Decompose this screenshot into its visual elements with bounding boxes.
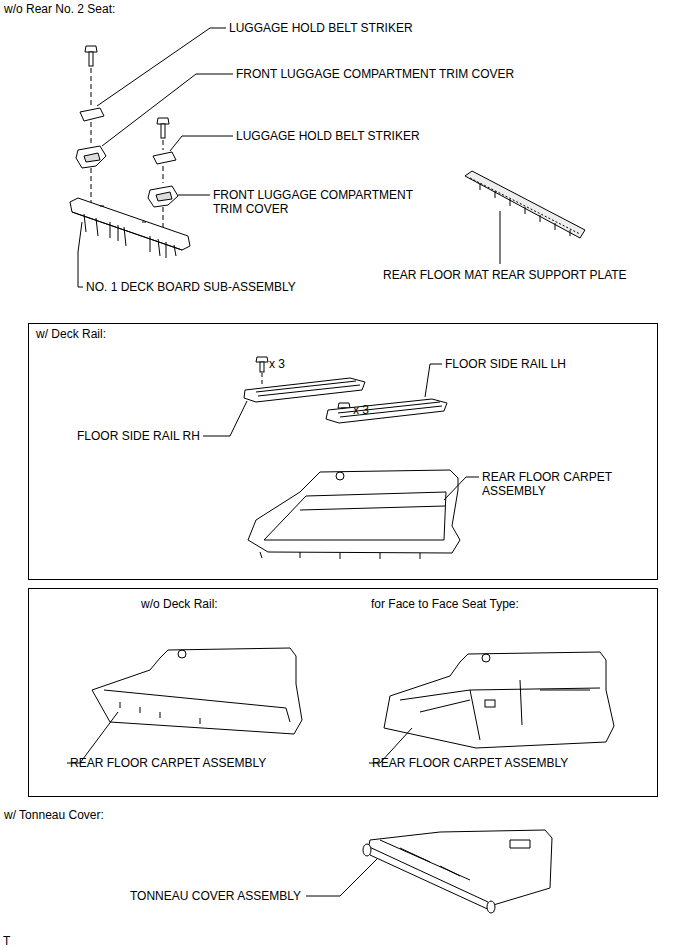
tonneau-cover — [363, 830, 552, 913]
trim-cover — [76, 146, 106, 168]
deck-board — [70, 198, 190, 258]
part-name: FLOOR SIDE RAIL LH — [445, 357, 566, 371]
panel-heading: w/o Deck Rail: — [141, 597, 218, 611]
quantity-note: x 3 — [269, 357, 285, 371]
carpet — [248, 470, 460, 559]
carpet — [92, 648, 302, 734]
variant-heading: w/ Tonneau Cover: — [4, 808, 104, 822]
part-name: NO. 1 DECK BOARD SUB-ASSEMBLY — [86, 280, 296, 294]
part-name: FRONT LUGGAGE COMPARTMENT TRIM COVER — [236, 67, 514, 81]
part-name: REAR FLOOR MAT REAR SUPPORT PLATE — [383, 268, 627, 282]
striker — [80, 108, 104, 121]
trim-cover — [148, 186, 178, 207]
floor-side-rail — [244, 378, 365, 402]
panel-heading: w/ Deck Rail: — [36, 327, 106, 341]
quantity-note: x 3 — [353, 403, 369, 417]
variant-panel: w/o Deck Rail: for Face to Face Seat Type… — [28, 588, 658, 797]
support-plate — [465, 171, 585, 238]
variant-heading: w/o Rear No. 2 Seat: — [4, 2, 115, 16]
part-name: REAR FLOOR CARPET ASSEMBLY — [372, 756, 568, 770]
panel-heading: for Face to Face Seat Type: — [371, 597, 519, 611]
bolt — [256, 357, 268, 372]
part-name: LUGGAGE HOLD BELT STRIKER — [236, 129, 420, 143]
part-name: FLOOR SIDE RAIL RH — [77, 429, 200, 443]
bolt — [85, 46, 97, 66]
bolt — [157, 118, 169, 138]
part-name: FRONT LUGGAGE COMPARTMENT TRIM COVER — [213, 188, 418, 216]
floor-side-rail — [326, 399, 447, 423]
part-name: REAR FLOOR CARPET ASSEMBLY — [70, 756, 266, 770]
variant-panel: w/ Deck Rail: — [28, 323, 658, 580]
part-name: REAR FLOOR CARPET ASSEMBLY — [482, 470, 632, 498]
striker — [153, 152, 176, 164]
figure-code: T — [3, 934, 10, 948]
carpet — [384, 652, 614, 748]
part-name: LUGGAGE HOLD BELT STRIKER — [229, 21, 413, 35]
part-name: TONNEAU COVER ASSEMBLY — [130, 889, 301, 903]
